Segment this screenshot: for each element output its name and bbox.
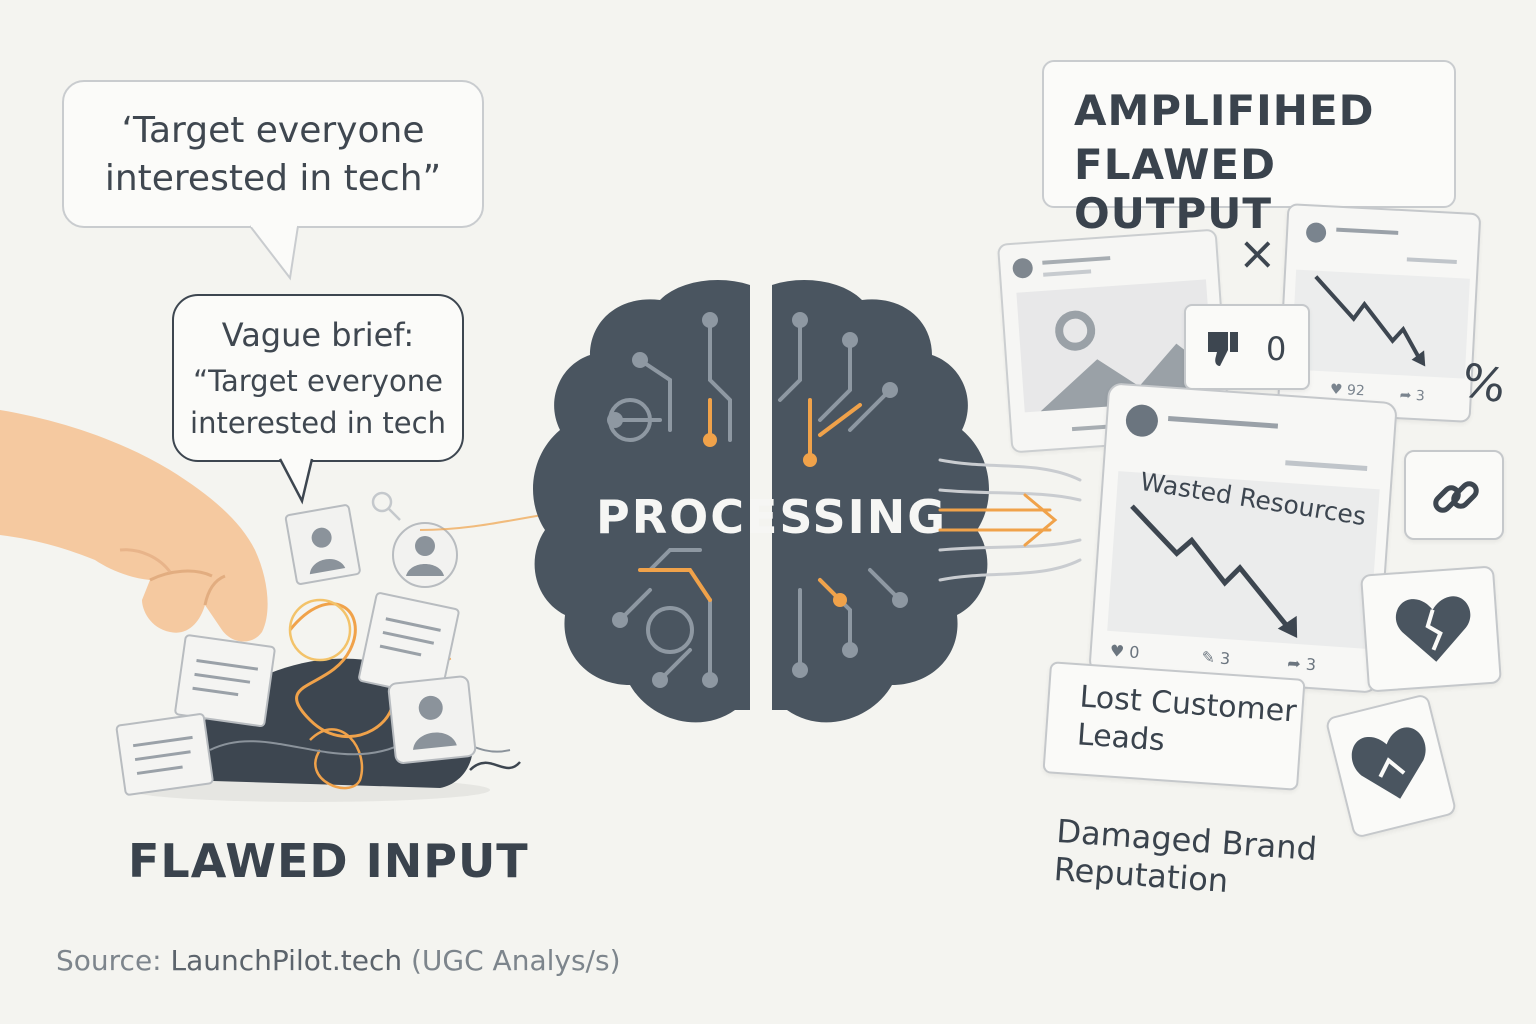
wasted-shares: ➦ 3 — [1286, 653, 1317, 675]
broken-link-tile — [1404, 450, 1504, 540]
wasted-likes: ♥ 0 — [1109, 641, 1141, 663]
source-name[interactable]: LaunchPilot.tech — [170, 944, 403, 977]
avatar-circle-icon — [392, 522, 458, 588]
document-icon — [115, 713, 214, 796]
magnifier-icon — [371, 491, 401, 521]
source-suffix: (UGC Analys/s) — [402, 944, 621, 977]
document-icon — [174, 634, 276, 728]
lost-leads-line-2: Leads — [1075, 717, 1166, 759]
brief-line-3: interested in tech — [190, 406, 446, 440]
output-title-line-1: AMPLIFIHED — [1074, 86, 1375, 135]
brief-bubble-tail — [278, 456, 314, 505]
profile-card-icon — [387, 675, 477, 764]
dislike-count: 0 — [1266, 330, 1287, 368]
output-title-box: AMPLIFIHED FLAWED OUTPUT — [1042, 60, 1456, 238]
output-title-line-2: FLAWED OUTPUT — [1074, 140, 1276, 238]
brain-illustration — [533, 280, 989, 723]
broken-link-icon — [1433, 481, 1479, 513]
small-card-likes: ♥ 92 — [1329, 381, 1366, 400]
brief-line-2: “Target everyone — [193, 364, 443, 398]
processing-label: PROCESSING — [596, 490, 947, 544]
wasted-share-count: 3 — [1305, 654, 1317, 675]
wasted-comments: ✎ 3 — [1200, 647, 1231, 669]
input-label: FLAWED INPUT — [128, 834, 529, 888]
output-stream-arrow — [938, 458, 1082, 582]
tangled-input-pile — [115, 491, 561, 802]
quote-bubble-tail — [249, 223, 299, 281]
declining-post-card: ♥ 92 ➦ 3 — [1276, 203, 1482, 423]
percent-icon: % — [1457, 352, 1511, 414]
hand-illustration — [0, 410, 268, 642]
quote-bubble: ‘Target everyone interested in tech” — [62, 80, 484, 228]
wasted-like-count: 0 — [1128, 642, 1141, 663]
broken-heart-tile — [1360, 565, 1502, 693]
lost-leads-card: Lost Customer Leads — [1042, 661, 1306, 791]
quote-line-1: ‘Target everyone — [121, 110, 425, 151]
profile-card-icon — [284, 504, 361, 585]
brief-line-1: Vague brief: — [221, 316, 415, 354]
quote-line-2: interested in tech” — [104, 158, 442, 199]
sad-heart-icon — [1351, 727, 1426, 799]
source-credit: Source: LaunchPilot.tech (UGC Analys/s) — [56, 944, 621, 977]
small-card-share-count: 3 — [1415, 388, 1426, 405]
wasted-comment-count: 3 — [1219, 648, 1231, 669]
source-prefix: Source: — [56, 944, 171, 977]
dislike-chip: 0 — [1184, 304, 1310, 390]
thumbs-down-icon — [1208, 332, 1238, 366]
sad-heart-tile — [1324, 693, 1458, 839]
brief-bubble: Vague brief: “Target everyone interested… — [172, 294, 464, 462]
small-card-shares: ➦ 3 — [1399, 387, 1426, 405]
close-icon: × — [1238, 226, 1277, 280]
small-card-like-count: 92 — [1346, 382, 1366, 400]
broken-heart-icon — [1395, 596, 1471, 662]
wasted-resources-card: Wasted Resources ♥ 0 ✎ 3 ➦ 3 — [1088, 382, 1398, 694]
brand-reputation-label: Damaged Brand Reputation — [1053, 812, 1318, 906]
document-icon — [358, 592, 460, 699]
